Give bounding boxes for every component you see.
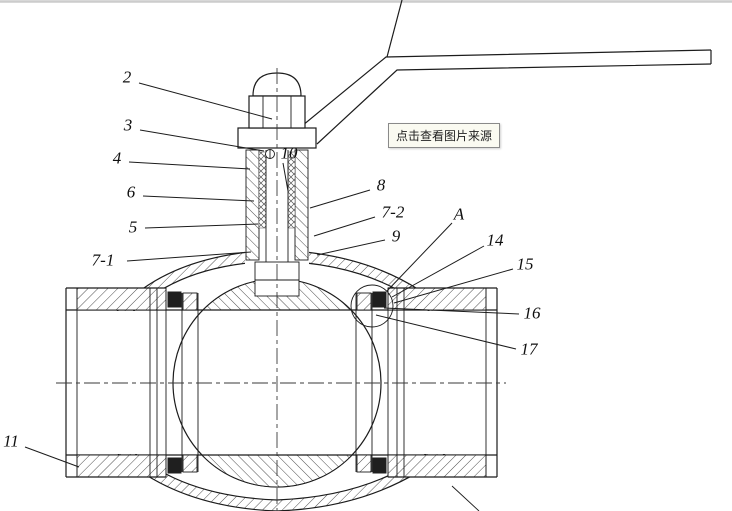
packing-right <box>287 151 296 229</box>
part-label-15: 15 <box>516 254 534 274</box>
leader-line-10 <box>282 162 289 192</box>
left-seal-ring-bottom <box>167 457 182 474</box>
leader-line-7-2 <box>313 216 376 237</box>
part-label-5: 5 <box>128 217 138 237</box>
cap-nut <box>248 72 306 129</box>
part-label-A: A <box>453 204 465 224</box>
gland-wall-right <box>294 149 309 261</box>
part-label-16: 16 <box>523 303 541 323</box>
part-label-2: 2 <box>122 67 132 87</box>
left-seat-top <box>182 292 198 311</box>
leader-lines <box>24 82 520 468</box>
leader-line-A <box>386 222 453 292</box>
part-label-7-1: 7-1 <box>91 250 115 270</box>
misc-lines <box>451 485 480 511</box>
leader-line-17 <box>375 314 517 350</box>
leader-line-7-1 <box>126 251 252 262</box>
left-seat-bottom <box>182 454 198 473</box>
part-label-10: 10 <box>280 143 298 163</box>
leader-line-4 <box>128 161 251 170</box>
part-label-7-2: 7-2 <box>381 202 405 222</box>
part-label-3: 3 <box>123 115 133 135</box>
part-label-6: 6 <box>126 182 136 202</box>
gland-wall-left <box>245 149 260 261</box>
part-label-9: 9 <box>391 226 401 246</box>
part-label-8: 8 <box>376 175 386 195</box>
left-seal-ring-top <box>167 291 182 308</box>
right-seat-bottom <box>356 454 372 473</box>
part-label-17: 17 <box>520 339 538 359</box>
leader-line-5 <box>144 223 259 229</box>
right-seal-ring-bottom <box>372 457 387 474</box>
centerlines <box>56 68 506 511</box>
part-label-11: 11 <box>3 431 19 451</box>
leader-line-8 <box>309 189 371 209</box>
left-port <box>65 287 199 478</box>
leader-line-3 <box>139 129 265 152</box>
leader-line-6 <box>142 195 255 202</box>
leader-line-15 <box>393 268 514 304</box>
leader-line-9 <box>316 239 386 256</box>
valve-body <box>66 249 497 511</box>
leader-line-11 <box>24 446 80 468</box>
detail-circle-A <box>350 284 394 328</box>
part-label-4: 4 <box>112 148 122 168</box>
part-label-14: 14 <box>486 230 504 250</box>
packing-left <box>258 151 267 229</box>
leader-line-14 <box>391 245 485 298</box>
image-source-tooltip: 点击查看图片来源 <box>388 123 501 148</box>
leader-line-2 <box>138 82 273 120</box>
leader-line-16 <box>383 307 520 315</box>
stem-assembly <box>237 127 317 297</box>
right-seat-top <box>356 292 372 311</box>
right-seal-ring-top <box>372 291 387 308</box>
handle-lever <box>296 0 712 145</box>
